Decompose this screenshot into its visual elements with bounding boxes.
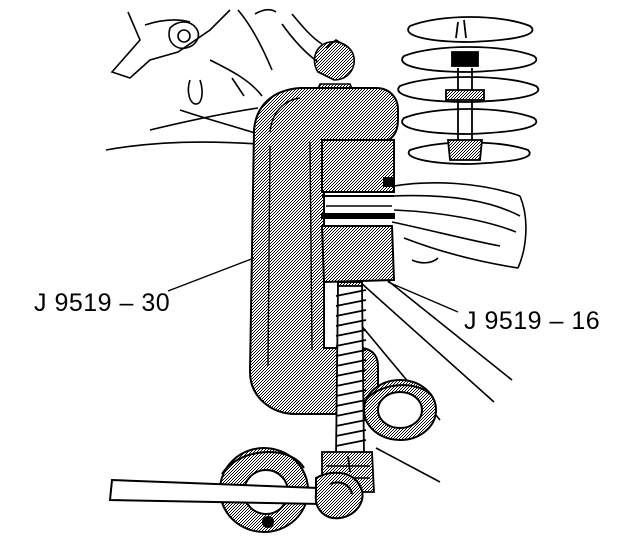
upper-adapter-cup xyxy=(321,139,395,219)
leader-lines xyxy=(167,257,459,313)
coil-spring xyxy=(397,16,540,165)
suspension-background xyxy=(105,9,277,151)
ball-joint-stud xyxy=(281,13,358,99)
lower-adapter xyxy=(320,225,396,293)
wrench-handle xyxy=(108,447,441,520)
callout-label-j9519-30: J 9519 – 30 xyxy=(34,289,171,317)
callout-label-j9519-16: J 9519 – 16 xyxy=(464,307,601,335)
